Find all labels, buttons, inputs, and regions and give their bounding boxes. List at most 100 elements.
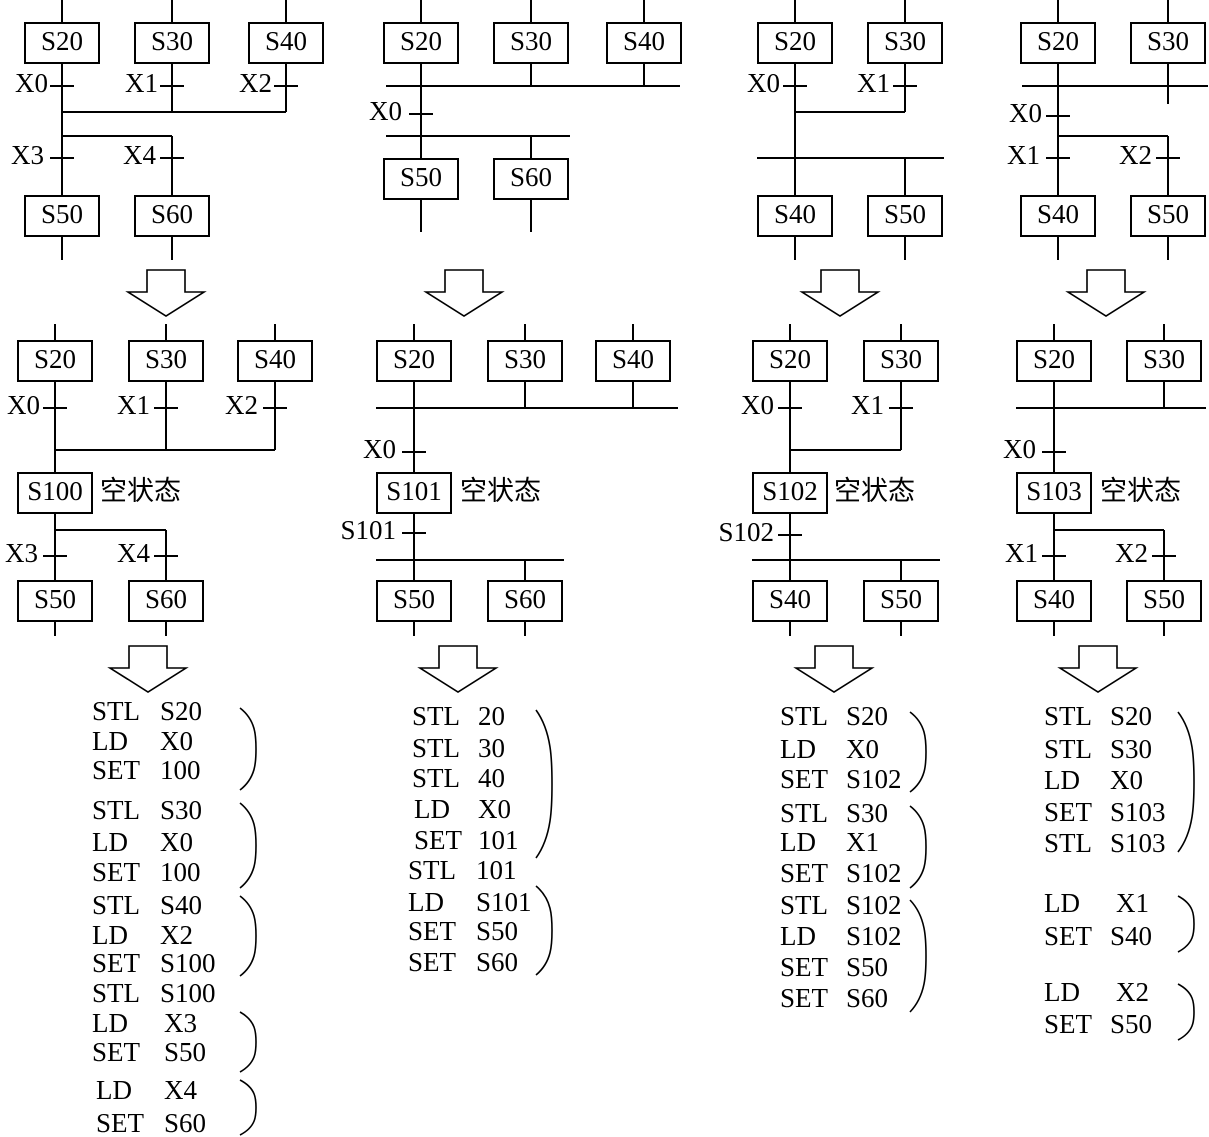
step-box-label: S30 [884,26,926,56]
step-box-label: S50 [1147,199,1189,229]
instruction-operand: 30 [478,733,505,763]
step-box-label: S40 [254,344,296,374]
transition-label: X1 [1007,140,1040,170]
instruction-mnemonic: STL [92,795,140,825]
step-box-label: S20 [41,26,83,56]
step-box [487,340,563,382]
step-box-label: S20 [400,26,442,56]
instruction-operand: X0 [160,726,193,756]
instruction-mnemonic: LD [1044,977,1080,1007]
empty-state-box [17,472,93,514]
step-box-label: S20 [1037,26,1079,56]
instruction-mnemonic: SET [1044,797,1093,827]
step-box-label: S60 [510,162,552,192]
instruction-operand: X0 [160,827,193,857]
instruction-mnemonic: STL [92,978,140,1008]
step-box [134,22,210,64]
instruction-mnemonic: STL [412,763,460,793]
transition-label: X0 [7,390,40,420]
transition-label: S102 [718,517,774,547]
group-brace [239,895,257,977]
instruction-mnemonic: SET [92,857,141,887]
step-box [376,580,452,622]
instruction-mnemonic: LD [780,734,816,764]
step-box-label: S40 [612,344,654,374]
instruction-operand: X2 [1116,977,1149,1007]
instruction-operand: X4 [164,1075,197,1105]
instruction-operand: S103 [1110,797,1166,827]
transition-label: X1 [1005,538,1038,568]
instruction-operand: S30 [1110,734,1152,764]
step-box-label: S20 [774,26,816,56]
instruction-mnemonic: SET [408,916,457,946]
instruction-mnemonic: STL [412,701,460,731]
transition-label: X4 [117,538,150,568]
instruction-mnemonic: LD [92,1008,128,1038]
instruction-mnemonic: LD [1044,765,1080,795]
empty-state-box-label: S102 [762,476,818,506]
instruction-operand: S50 [846,952,888,982]
instruction-operand: 100 [160,857,201,887]
step-box-label: S30 [504,344,546,374]
step-box [24,195,100,237]
down-arrow-icon [793,645,875,693]
step-box-label: S40 [1033,584,1075,614]
instruction-operand: S20 [1110,701,1152,731]
group-brace [909,805,927,889]
instruction-mnemonic: SET [780,952,829,982]
empty-state-label: 空状态 [100,476,181,506]
instruction-operand: S20 [846,701,888,731]
instruction-operand: S30 [846,798,888,828]
instruction-mnemonic: SET [780,764,829,794]
transition-label: X1 [125,68,158,98]
transition-label: X0 [369,96,402,126]
empty-state-label: 空状态 [460,476,541,506]
group-brace [239,1011,257,1073]
empty-state-box [1016,472,1092,514]
group-brace [909,711,927,793]
instruction-operand: S100 [160,948,216,978]
group-brace [909,899,927,1013]
instruction-operand: S100 [160,978,216,1008]
step-box-label: S30 [1143,344,1185,374]
step-box-label: S30 [1147,26,1189,56]
instruction-mnemonic: STL [780,798,828,828]
step-box [1016,340,1092,382]
step-box-label: S40 [774,199,816,229]
step-box [128,340,204,382]
down-arrow-icon [417,645,499,693]
group-brace [239,802,257,889]
group-brace [535,885,553,976]
instruction-mnemonic: SET [414,825,463,855]
instruction-mnemonic: SET [408,947,457,977]
transition-label: X0 [1009,98,1042,128]
step-box-label: S50 [41,199,83,229]
step-box [1126,340,1202,382]
instruction-mnemonic: LD [780,827,816,857]
step-box-label: S50 [1143,584,1185,614]
instruction-mnemonic: LD [92,827,128,857]
instruction-mnemonic: STL [1044,828,1092,858]
instruction-mnemonic: STL [412,733,460,763]
transition-label: X1 [857,68,890,98]
instruction-mnemonic: SET [92,755,141,785]
step-box [493,22,569,64]
group-brace [1177,711,1195,853]
step-box [1130,195,1206,237]
step-box-label: S50 [34,584,76,614]
instruction-mnemonic: STL [1044,701,1092,731]
instruction-mnemonic: SET [96,1108,145,1137]
instruction-operand: X3 [164,1008,197,1038]
instruction-operand: X2 [160,920,193,950]
step-box [863,340,939,382]
transition-label: X0 [363,434,396,464]
instruction-mnemonic: LD [92,920,128,950]
instruction-operand: S102 [846,921,902,951]
instruction-mnemonic: LD [408,887,444,917]
empty-state-box [752,472,828,514]
step-box [863,580,939,622]
step-box-label: S40 [265,26,307,56]
transition-label: X0 [15,68,48,98]
step-box [757,195,833,237]
